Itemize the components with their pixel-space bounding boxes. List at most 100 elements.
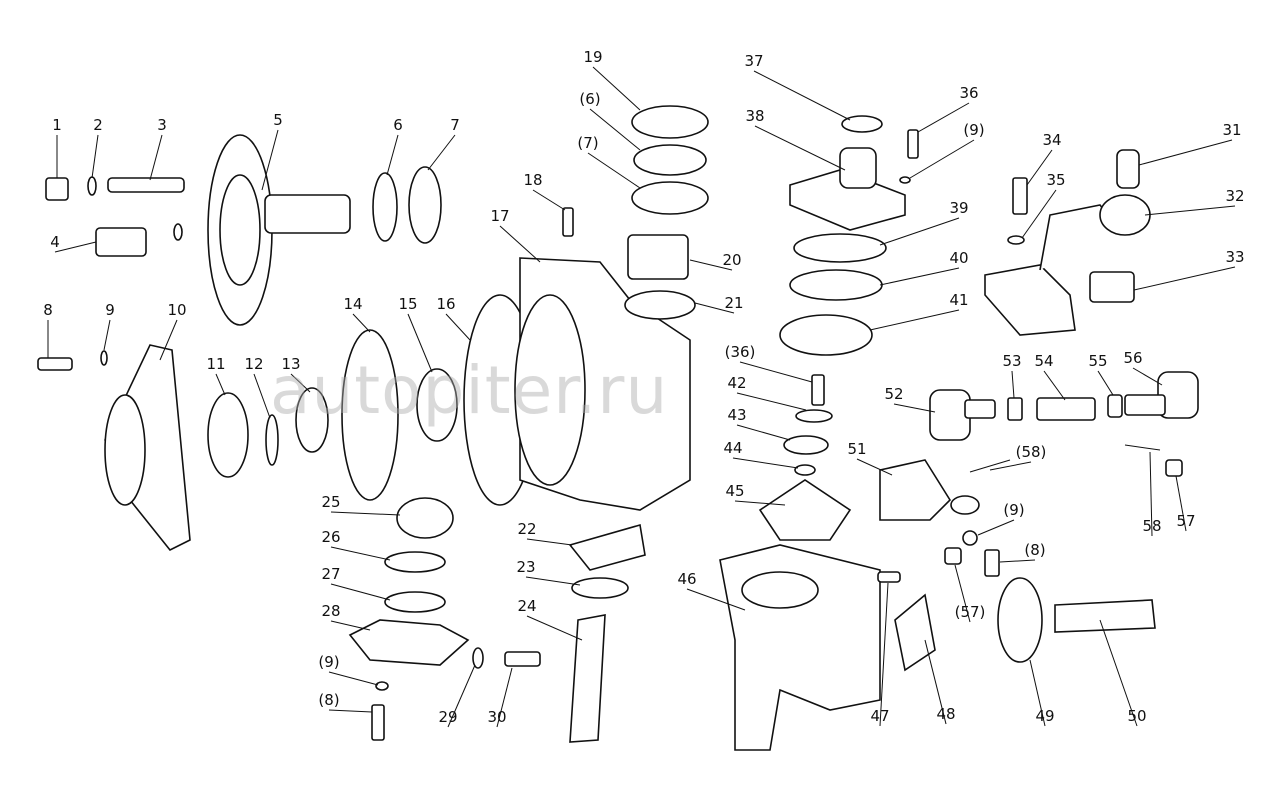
part-callout: 21 <box>724 294 744 312</box>
leader-line <box>1026 149 1053 186</box>
part-callout: 30 <box>487 708 507 726</box>
leader-line <box>977 519 1015 536</box>
part-callout: (8) <box>318 691 340 709</box>
leader-line <box>999 559 1036 563</box>
leader-line <box>879 267 960 286</box>
part-callout: 47 <box>870 707 890 725</box>
leader-line <box>290 373 311 393</box>
leader-line <box>526 615 583 641</box>
leader-line <box>1138 139 1233 166</box>
leader-line <box>589 108 641 151</box>
leader-line <box>328 671 379 686</box>
part-callout: 28 <box>321 602 341 620</box>
leader-line <box>149 134 163 181</box>
leader-line <box>909 139 975 179</box>
part-callout: 58 <box>1142 517 1162 535</box>
part-callout: 11 <box>206 355 226 373</box>
part-callout: (9) <box>963 121 985 139</box>
part-callout: 56 <box>1123 349 1143 367</box>
part-callout: 26 <box>321 528 341 546</box>
part-callout: 15 <box>398 295 418 313</box>
leader-line <box>753 70 851 121</box>
part-callout: 37 <box>744 52 764 70</box>
part-callout: 9 <box>105 301 115 319</box>
leader-line <box>1099 619 1138 727</box>
leader-line <box>445 313 471 341</box>
part-callout: 27 <box>321 565 341 583</box>
leader-line <box>954 564 971 623</box>
leader-line <box>879 582 889 727</box>
leader-line <box>499 225 541 263</box>
leader-line <box>739 361 813 383</box>
part-callout: 2 <box>93 116 103 134</box>
leader-line <box>330 546 391 561</box>
part-callout: 45 <box>725 482 745 500</box>
leader-line <box>1149 451 1153 537</box>
leader-line <box>893 403 936 413</box>
part-callout: 35 <box>1046 171 1066 189</box>
part-callout: 20 <box>722 251 742 269</box>
part-callout: 50 <box>1127 707 1147 725</box>
leader-lines <box>47 66 1236 728</box>
part-callout: (36) <box>724 343 756 361</box>
leader-line <box>856 458 893 476</box>
part-callout: 34 <box>1042 131 1062 149</box>
part-callout: 46 <box>677 570 697 588</box>
leader-line <box>407 313 433 373</box>
leader-line <box>352 313 371 333</box>
part-callout: 49 <box>1035 707 1055 725</box>
leader-line <box>526 538 573 546</box>
part-callout: (57) <box>954 603 986 621</box>
leader-line <box>1132 367 1163 386</box>
part-callout: 31 <box>1222 121 1242 139</box>
part-callout: 17 <box>490 207 510 225</box>
leader-line <box>917 102 970 133</box>
part-callout: 54 <box>1034 352 1054 370</box>
part-callout: 39 <box>949 199 969 217</box>
leader-line <box>989 461 1032 471</box>
leader-line <box>1011 370 1015 399</box>
leader-line <box>1144 205 1236 216</box>
leader-line <box>686 588 746 611</box>
part-callout: 48 <box>936 705 956 723</box>
part-callout: 24 <box>517 597 537 615</box>
leader-line <box>734 500 786 506</box>
part-callout: 53 <box>1002 352 1022 370</box>
part-callout: (58) <box>1015 443 1047 461</box>
leader-line <box>103 319 111 351</box>
leader-line <box>1029 659 1046 727</box>
leader-line <box>732 457 799 469</box>
leader-line <box>532 189 566 211</box>
part-callout: 4 <box>50 233 60 251</box>
part-callout: (6) <box>579 90 601 108</box>
part-callout: (7) <box>577 134 599 152</box>
part-callout: 32 <box>1225 187 1245 205</box>
leader-line <box>427 134 456 171</box>
part-callout: 6 <box>393 116 403 134</box>
leader-line <box>1021 189 1057 239</box>
part-callout: 13 <box>281 355 301 373</box>
part-callout: 5 <box>273 111 283 129</box>
leader-line <box>587 152 641 189</box>
leader-line <box>1133 266 1236 291</box>
leader-line <box>736 392 807 411</box>
part-callout: 12 <box>244 355 264 373</box>
part-callout: 29 <box>438 708 458 726</box>
leader-line <box>924 639 947 725</box>
leader-line <box>525 576 581 586</box>
part-callout: 38 <box>745 107 765 125</box>
part-callout: 7 <box>450 116 460 134</box>
part-callout: 19 <box>583 48 603 66</box>
leader-line <box>879 217 960 246</box>
leader-line <box>1175 475 1187 532</box>
part-callout: 18 <box>523 171 543 189</box>
part-callout: 43 <box>727 406 747 424</box>
part-callout: 57 <box>1176 512 1196 530</box>
part-callout: 36 <box>959 84 979 102</box>
leader-line <box>496 667 513 728</box>
part-callout: 10 <box>167 301 187 319</box>
leader-line <box>736 424 791 441</box>
part-callout: 3 <box>157 116 167 134</box>
part-callout: (8) <box>1024 541 1046 559</box>
